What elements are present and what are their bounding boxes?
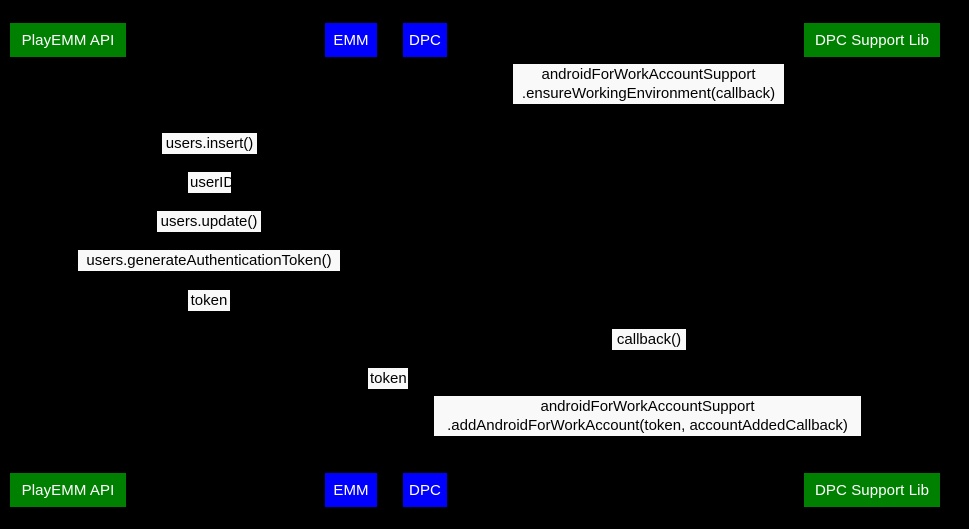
message-label-line2: .ensureWorkingEnvironment(callback) xyxy=(521,85,776,102)
participant-footer-emm[interactable]: EMM xyxy=(325,473,377,507)
participant-label: EMM xyxy=(333,481,369,499)
message-label-1[interactable]: androidForWorkAccountSupport .ensureWorki… xyxy=(513,64,784,104)
message-arrow-line-4 xyxy=(68,235,351,236)
message-arrowhead-4 xyxy=(68,232,76,240)
message-label-2[interactable]: users.insert() xyxy=(162,133,257,154)
message-arrow-line-2 xyxy=(68,157,351,158)
message-label-3[interactable]: userID xyxy=(188,172,235,193)
message-label-8[interactable]: token xyxy=(368,368,408,389)
lifeline-playemm-api xyxy=(68,57,69,473)
message-label-line1: callback() xyxy=(616,331,682,348)
message-label-line1: token xyxy=(190,292,228,309)
message-arrowhead-9 xyxy=(864,437,872,445)
message-label-line1: users.generateAuthenticationToken() xyxy=(86,252,332,269)
message-arrowhead-8 xyxy=(417,389,425,397)
lifeline-dpc-support-lib xyxy=(872,57,873,473)
message-arrowhead-1 xyxy=(864,105,872,113)
participant-label: PlayEMM API xyxy=(21,31,115,49)
message-arrowhead-6 xyxy=(343,311,351,319)
message-label-9[interactable]: androidForWorkAccountSupport .addAndroidF… xyxy=(434,396,861,436)
participant-label: EMM xyxy=(333,31,369,49)
message-label-7[interactable]: callback() xyxy=(612,329,686,350)
participant-header-dpc-support-lib[interactable]: DPC Support Lib xyxy=(804,23,940,57)
message-arrow-line-3 xyxy=(68,196,351,197)
message-label-line1: users.update() xyxy=(160,213,258,230)
participant-footer-playemm-api[interactable]: PlayEMM API xyxy=(10,473,126,507)
message-arrow-line-7 xyxy=(425,353,872,354)
message-arrow-line-1 xyxy=(425,108,872,109)
message-arrowhead-3 xyxy=(343,193,351,201)
message-label-4[interactable]: users.update() xyxy=(157,211,261,232)
participant-label: DPC Support Lib xyxy=(814,481,930,499)
message-label-6[interactable]: token xyxy=(188,290,230,311)
message-arrow-line-8 xyxy=(351,392,425,393)
participant-footer-dpc-support-lib[interactable]: DPC Support Lib xyxy=(804,473,940,507)
participant-header-playemm-api[interactable]: PlayEMM API xyxy=(10,23,126,57)
message-arrow-line-6 xyxy=(68,314,351,315)
message-arrow-line-9 xyxy=(425,440,872,441)
lifeline-dpc xyxy=(425,57,426,473)
message-label-line2: .addAndroidForWorkAccount(token, account… xyxy=(447,417,848,434)
participant-footer-dpc[interactable]: DPC xyxy=(403,473,447,507)
message-arrowhead-5 xyxy=(68,271,76,279)
message-label-line1: users.insert() xyxy=(165,135,254,152)
message-arrow-line-5 xyxy=(68,274,351,275)
message-label-line1: androidForWorkAccountSupport xyxy=(541,66,756,83)
participant-header-dpc[interactable]: DPC xyxy=(403,23,447,57)
message-label-5[interactable]: users.generateAuthenticationToken() xyxy=(78,250,340,271)
lifeline-emm xyxy=(351,57,352,473)
message-label-line1: token xyxy=(370,370,407,387)
participant-label: DPC xyxy=(409,31,441,49)
participant-label: PlayEMM API xyxy=(21,481,115,499)
participant-header-emm[interactable]: EMM xyxy=(325,23,377,57)
message-label-line1: userID xyxy=(190,174,235,191)
participant-label: DPC xyxy=(409,481,441,499)
message-label-line1: androidForWorkAccountSupport xyxy=(540,398,755,415)
message-arrowhead-2 xyxy=(68,154,76,162)
message-arrowhead-7 xyxy=(425,350,433,358)
participant-label: DPC Support Lib xyxy=(814,31,930,49)
